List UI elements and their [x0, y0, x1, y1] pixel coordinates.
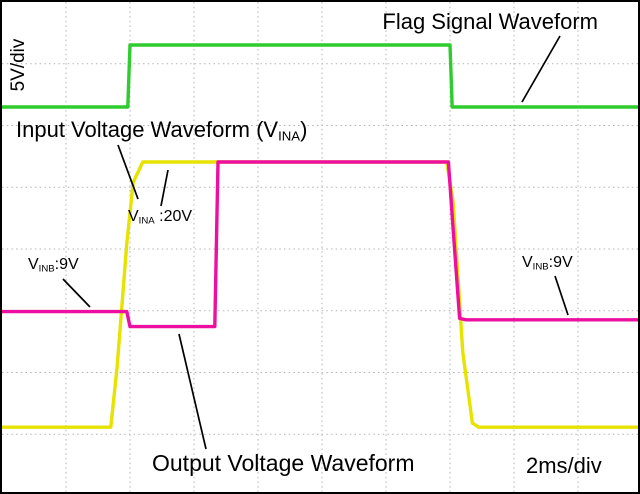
vinb-left-sub: INB: [38, 263, 55, 275]
vinb-right-sub: INB: [532, 261, 549, 273]
vina-waveform-trace: [2, 160, 638, 429]
vinb-left-pre: V: [28, 256, 39, 273]
vinb-right-pre: V: [522, 254, 533, 271]
input-voltage-label-post: ): [300, 117, 308, 142]
vina-level-post: :20V: [154, 208, 193, 225]
vinb-right-post: :9V: [548, 254, 573, 271]
input-callout-line: [117, 144, 139, 200]
flag-signal-label: Flag Signal Waveform: [382, 9, 598, 34]
output-callout-line: [178, 333, 207, 450]
out-waveform-trace: [2, 160, 638, 329]
flag-waveform-trace: [2, 43, 638, 109]
vina-level-pre: V: [128, 208, 139, 225]
input-voltage-label: Input Voltage Waveform (VINA): [16, 117, 308, 144]
volts-per-div-label: 5V/div: [8, 38, 29, 92]
input-voltage-label-pre: Input Voltage Waveform (V: [16, 117, 279, 142]
vinb-level-label-right: VINB:9V: [522, 254, 573, 273]
time-per-div-label: 2ms/div: [526, 453, 602, 478]
annotation-lines: [62, 35, 569, 450]
vina-level-callout-line: [160, 169, 169, 207]
flag-callout-line: [521, 35, 561, 103]
vina-level-label: VINA :20V: [128, 208, 192, 227]
input-voltage-label-sub: INA: [278, 128, 301, 144]
vinb-left-callout-line: [62, 278, 91, 308]
vinb-right-callout-line: [554, 275, 569, 316]
output-voltage-label: Output Voltage Waveform: [152, 450, 415, 476]
vinb-level-label-left: VINB:9V: [28, 256, 79, 275]
waveform-traces: [2, 43, 638, 429]
vina-level-sub: INA: [138, 215, 155, 227]
vinb-left-post: :9V: [54, 256, 79, 273]
